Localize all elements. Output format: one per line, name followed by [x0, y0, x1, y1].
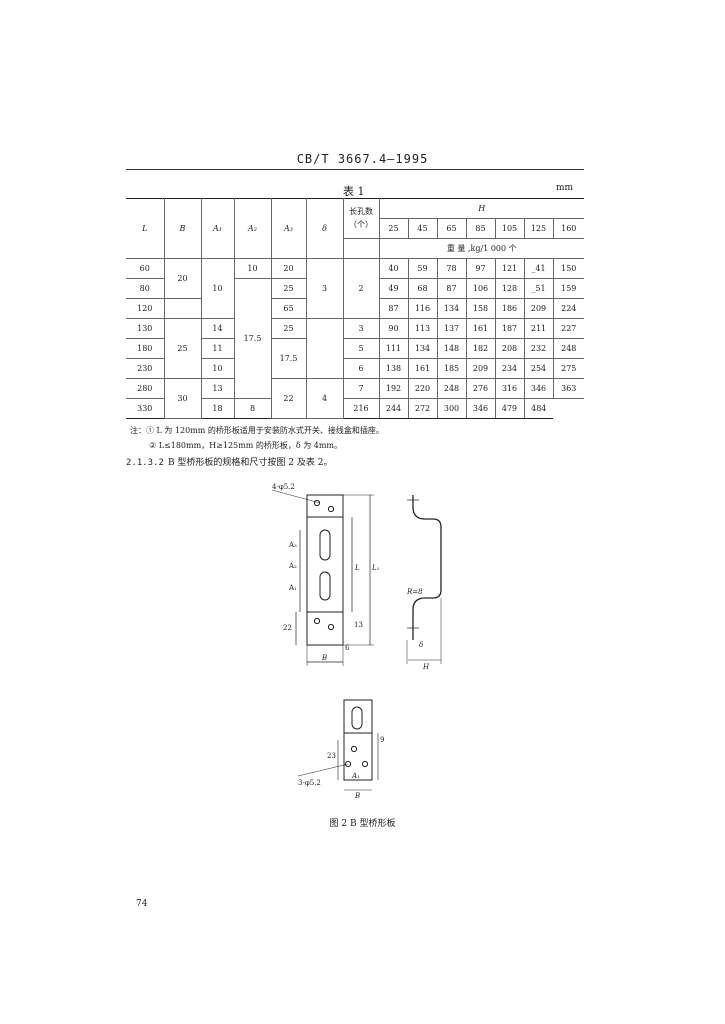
detail-hole-2	[344, 760, 352, 768]
section-number: 2.1.3.2	[126, 458, 164, 468]
detail-outline	[343, 699, 373, 781]
label-holes-top: 4-φ5.2	[272, 483, 295, 491]
cell-A1: 10	[200, 258, 235, 319]
label-6: 6	[345, 644, 350, 652]
label-9: 9	[380, 736, 384, 744]
front-view	[271, 489, 374, 666]
label-A2: A₂	[288, 562, 297, 570]
label-22: 22	[283, 624, 292, 632]
header-B: B	[163, 198, 202, 259]
table-title: 表 1	[343, 185, 365, 198]
table-note-2: ② L≤180mm，H≥125mm 的桥形板，δ 为 4mm。	[149, 441, 342, 450]
label-A3: A₃	[288, 541, 297, 549]
section-text: B 型桥形板的规格和尺寸按图 2 及表 2。	[167, 458, 333, 468]
cell-B: 20	[163, 258, 202, 299]
cell-delta: 4	[305, 378, 344, 419]
cell-weight: 363	[552, 378, 585, 399]
cell-delta-blank	[305, 318, 344, 379]
hole-bottom-right	[327, 623, 335, 631]
front-view-labels: 4-φ5.2 A₃ A₂ A₁ L L₁ 22 13 6 B	[272, 483, 380, 662]
slot-upper	[319, 529, 331, 561]
standard-code: CB/T 3667.4—1995	[296, 152, 429, 166]
side-view	[406, 495, 442, 664]
spec-table: L B A₁ A₂ A₃ δ 长孔数 （个） H 25 45 65 85 105…	[126, 198, 585, 419]
header-rule	[126, 169, 584, 170]
hole-top-right	[327, 505, 335, 513]
label-holes-bottom: 3-φ5.2	[298, 779, 321, 787]
figure-caption: 图 2 B 型桥形板	[329, 819, 396, 829]
slot-count-unit: （个）	[349, 219, 373, 229]
cell-A3: 17.5	[270, 338, 307, 379]
bent-profile	[412, 495, 442, 640]
hole-top-left	[313, 499, 321, 507]
label-R: R=8	[406, 588, 423, 596]
cell-weight: 484	[523, 398, 553, 419]
label-A1: A₁	[288, 584, 297, 592]
cell-B: 30	[163, 378, 202, 419]
label-L1: L₁	[371, 564, 380, 572]
detail-hole-3	[361, 760, 369, 768]
side-view-labels: R=8 δ H	[406, 588, 430, 671]
cell-weight: 346	[465, 398, 496, 419]
label-B: B	[321, 654, 327, 662]
page-number: 74	[136, 899, 148, 909]
label-L: L	[354, 564, 360, 572]
hole-bottom-left	[313, 617, 321, 625]
detail-hole-1	[350, 745, 358, 753]
detail-slot	[351, 706, 363, 730]
cell-weight: 244	[378, 398, 409, 419]
label-detail-A1: A₁	[351, 772, 360, 780]
detail-leader	[297, 763, 349, 777]
detail-view	[297, 699, 379, 791]
label-detail-B: B	[354, 792, 360, 800]
detail-view-labels: 9 23 A₁ B 3-φ5.2	[298, 736, 384, 800]
cell-L: 330	[126, 398, 165, 419]
plate-outline	[306, 494, 344, 646]
label-13: 13	[354, 621, 363, 629]
label-23: 23	[327, 752, 336, 760]
table-unit: mm	[556, 183, 574, 193]
cell-slots: 8	[233, 398, 272, 419]
slot-lower	[319, 571, 331, 601]
cell-B: 25	[163, 318, 202, 379]
header-delta: δ	[305, 198, 344, 259]
label-H: H	[422, 663, 430, 671]
slot-count-label: 长孔数	[349, 206, 373, 216]
label-delta: δ	[419, 641, 423, 649]
table-note-1: 注：① L 为 120mm 的桥形板适用于安装防水式开关、接线盒和插座。	[130, 426, 384, 435]
leader-holes	[271, 489, 321, 504]
